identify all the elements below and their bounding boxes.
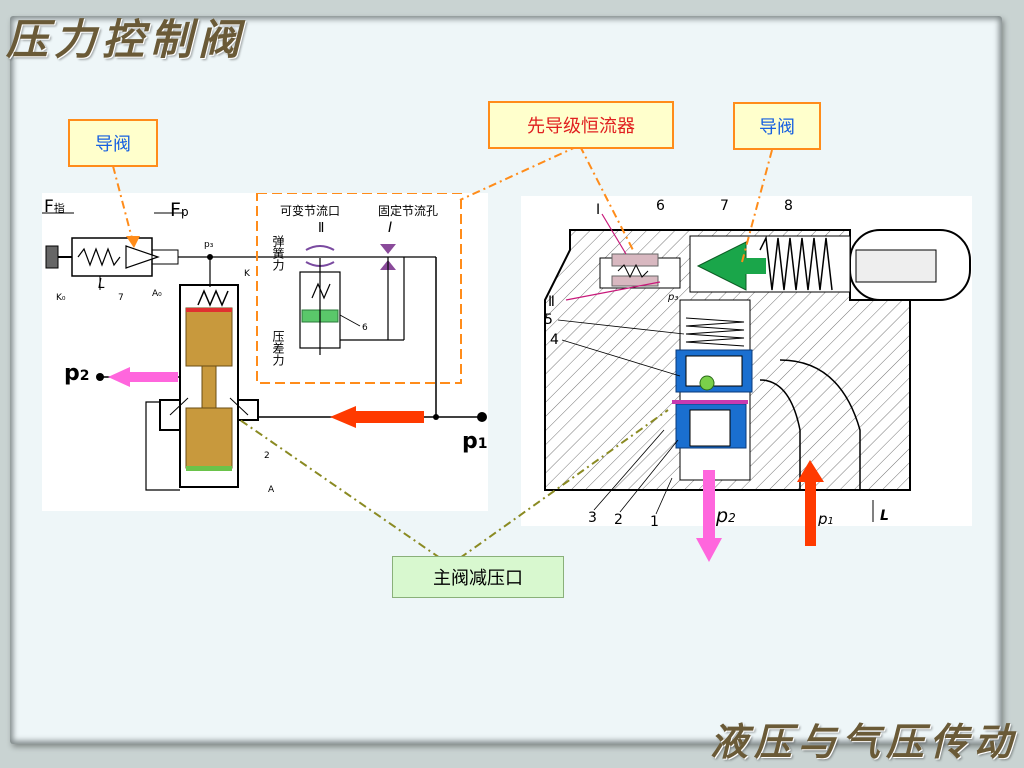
f-finger-label: F指 bbox=[44, 197, 65, 217]
seven-label: 7 bbox=[118, 293, 124, 303]
pilot-valve-body bbox=[45, 237, 179, 290]
n4-label: 4 bbox=[550, 332, 559, 348]
schematic-svg: F指 Fp K₀ L 7 A₀ p₃ K 2 A 可变节流口 固定节流孔 Ⅱ Ⅰ… bbox=[42, 192, 488, 495]
course-subject: 液压与气压传动 bbox=[709, 719, 1018, 764]
cross-section-panel: 6 7 8 Ⅰ Ⅱ p₃ 5 4 3 2 1 p2 p1 L bbox=[521, 196, 972, 530]
valve-body bbox=[544, 229, 971, 491]
n1-label: 1 bbox=[650, 514, 659, 526]
l-label: L bbox=[98, 277, 105, 292]
slide-title: 压力控制阀 bbox=[6, 15, 247, 64]
variable-orifice-label: 可变节流口 bbox=[280, 203, 340, 218]
p3-label: p₃ bbox=[667, 292, 678, 303]
callout-pilot-valve-left: 导阀 bbox=[68, 119, 158, 167]
k0-label: K₀ bbox=[56, 293, 66, 303]
n6-label: 6 bbox=[656, 198, 665, 214]
schematic-panel: F指 Fp K₀ L 7 A₀ p₃ K 2 A 可变节流口 固定节流孔 Ⅱ Ⅰ… bbox=[42, 192, 488, 511]
outlet-arrow bbox=[108, 367, 130, 387]
n8-label: 8 bbox=[784, 198, 793, 214]
l-label: L bbox=[880, 508, 889, 524]
roman-two-label: Ⅱ bbox=[548, 294, 555, 310]
callout-main-valve-port: 主阀减压口 bbox=[392, 556, 564, 598]
callout-pilot-valve-right: 导阀 bbox=[733, 102, 821, 150]
a-label: A bbox=[268, 485, 275, 495]
fixed-orifice-label: 固定节流孔 bbox=[378, 203, 438, 218]
six-label: 6 bbox=[362, 323, 368, 333]
n3-label: 3 bbox=[588, 510, 597, 526]
callout-pilot-stage-regulator: 先导级恒流器 bbox=[488, 101, 674, 149]
a0-label: A₀ bbox=[152, 289, 162, 299]
pressure-diff-label: 压差力 bbox=[271, 330, 285, 367]
inlet-arrow bbox=[330, 406, 356, 428]
pilot-stage-box bbox=[256, 192, 462, 384]
p2-label: p2 bbox=[715, 505, 736, 526]
p1-label: p1 bbox=[462, 429, 488, 454]
roman-one-label: Ⅰ bbox=[596, 202, 600, 218]
n5-label: 5 bbox=[544, 312, 553, 328]
p1-label: p1 bbox=[817, 510, 834, 526]
spring-force-label: 弹簧力 bbox=[271, 235, 285, 272]
f-p-label: Fp bbox=[170, 199, 189, 221]
cross-section-svg: 6 7 8 Ⅰ Ⅱ p₃ 5 4 3 2 1 p2 p1 L bbox=[544, 198, 971, 530]
roman-two-label: Ⅱ bbox=[318, 221, 324, 236]
n2-label: 2 bbox=[614, 512, 623, 526]
p3-label: p₃ bbox=[204, 240, 214, 250]
roman-one-label: Ⅰ bbox=[388, 220, 392, 236]
p2-label: p2 bbox=[64, 361, 90, 386]
n7-label: 7 bbox=[720, 198, 729, 214]
two-label: 2 bbox=[264, 451, 270, 461]
drain-line bbox=[145, 401, 180, 491]
main-spool bbox=[159, 284, 259, 488]
k-label: K bbox=[244, 269, 251, 279]
